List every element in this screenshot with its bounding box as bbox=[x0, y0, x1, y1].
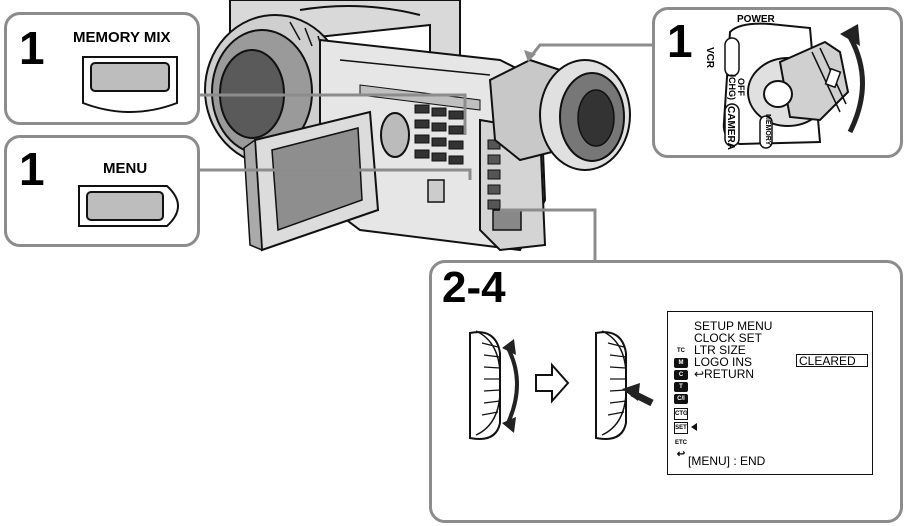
setup-menu-title: SETUP MENU bbox=[694, 319, 773, 333]
step-number: 1 bbox=[667, 15, 693, 67]
camera-set-icon: C bbox=[674, 370, 688, 380]
memory-mix-panel: 1 MEMORY MIX bbox=[4, 12, 200, 125]
return-icon: ↩ bbox=[676, 449, 686, 460]
menu-footer: [MENU] : END bbox=[688, 454, 766, 468]
tc-icon: TC bbox=[677, 348, 685, 354]
menu-text-block: SETUP MENU CLOCK SET LTR SIZE LOGO INS ↩… bbox=[694, 320, 864, 410]
setup-panel: 2-4 TC M C T bbox=[429, 260, 903, 523]
step-number: 1 bbox=[19, 143, 45, 195]
step-number: 2-4 bbox=[442, 263, 506, 312]
power-dial[interactable] bbox=[700, 12, 900, 152]
cleared-value-box: CLEARED bbox=[796, 354, 868, 368]
off-label: OFF bbox=[736, 78, 746, 96]
manual-settings-icon: M bbox=[674, 358, 688, 368]
vcr-label: VCR bbox=[704, 47, 715, 69]
jog-dial-illustration[interactable] bbox=[456, 323, 656, 443]
vtr-set-icon: T bbox=[674, 382, 688, 392]
memory-mix-button[interactable] bbox=[75, 53, 185, 115]
setup-icon: SET bbox=[674, 422, 688, 434]
step-number: 1 bbox=[19, 22, 45, 74]
menu-item-clock-set[interactable]: CLOCK SET bbox=[694, 331, 763, 345]
menu-panel: 1 MENU bbox=[4, 135, 200, 247]
menu-button[interactable] bbox=[75, 182, 195, 232]
menu-item-return[interactable]: ↩RETURN bbox=[694, 367, 755, 381]
menu-item-ltr-size[interactable]: LTR SIZE bbox=[694, 343, 746, 357]
menu-icon-column: TC M C T C/I CTG SET ETC ↩ bbox=[674, 346, 690, 460]
etc-icon: ETC bbox=[675, 440, 687, 446]
camera-label: CAMERA bbox=[725, 106, 736, 150]
power-label: POWER bbox=[737, 14, 775, 25]
selection-pointer-icon bbox=[691, 423, 697, 431]
memory-mix-label: MEMORY MIX bbox=[73, 29, 171, 46]
menu-label: MENU bbox=[103, 160, 148, 177]
memory-label: MEMORY bbox=[764, 114, 771, 146]
lcd-menu-screen: TC M C T C/I CTG SET ETC ↩ SETUP MENU CL… bbox=[667, 311, 873, 475]
chg-label: (CHG) bbox=[727, 74, 737, 100]
power-switch-panel: 1 POWER VCR OFF (CHG) CAMERA MEMORY bbox=[652, 7, 903, 158]
cm-set-icon: C/I bbox=[674, 394, 688, 404]
menu-item-logo-ins[interactable]: LOGO INS bbox=[694, 355, 753, 369]
ctg-icon: CTG bbox=[674, 408, 688, 420]
